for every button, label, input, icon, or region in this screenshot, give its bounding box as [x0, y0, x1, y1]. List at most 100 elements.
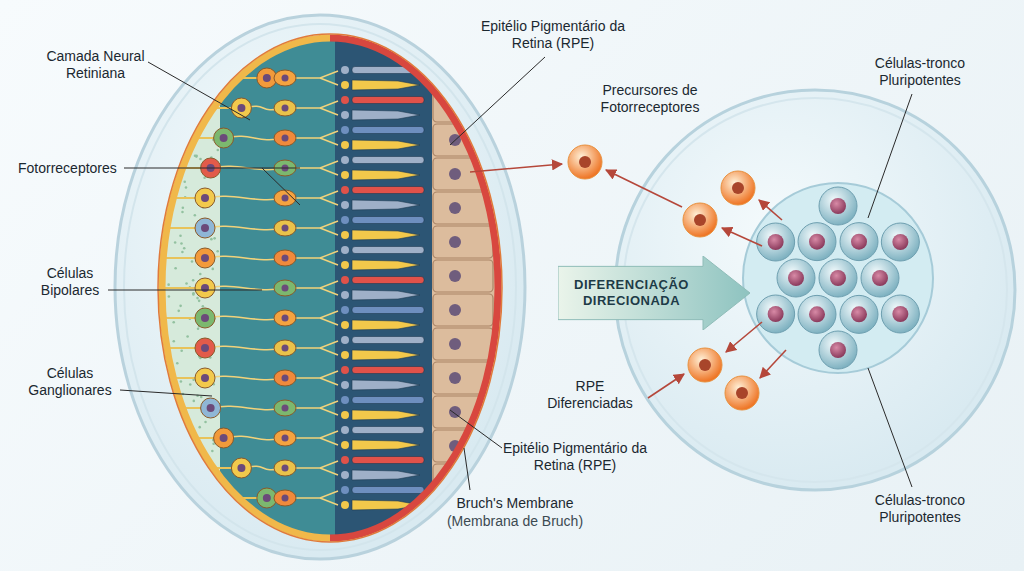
illustration-part [124, 24, 516, 550]
part-label: Bruch's Membrane [445, 495, 585, 512]
illustration-part [282, 105, 289, 112]
illustration-part [162, 489, 165, 492]
illustration-part [198, 426, 201, 429]
illustration-part [206, 526, 209, 529]
illustration-part [341, 156, 349, 164]
illustration-part [210, 238, 213, 241]
illustration-part [341, 216, 349, 224]
illustration-part [185, 466, 188, 469]
illustration-part [449, 304, 461, 316]
illustration-part [198, 501, 201, 504]
tissue-outline [158, 34, 502, 542]
illustration-part [341, 186, 349, 194]
illustration-part [768, 234, 784, 250]
illustration-part [180, 349, 183, 352]
illustration-part [177, 144, 180, 147]
illustration-part [282, 435, 289, 442]
illustration-part [180, 380, 183, 383]
illustration-part [167, 283, 170, 286]
illustration-part [352, 127, 424, 134]
illustration-part [199, 158, 202, 161]
illustration-part [216, 536, 219, 539]
illustration-part [172, 340, 175, 343]
illustration-part [161, 495, 164, 498]
illustration-part [449, 474, 461, 486]
illustration-part [352, 410, 420, 420]
illustration-part [282, 195, 289, 202]
illustration-part [200, 396, 203, 399]
illustration-part [195, 248, 215, 268]
illustration-part [186, 335, 189, 338]
illustration-part [341, 96, 349, 104]
illustration-part [184, 84, 187, 87]
illustration-part [201, 194, 209, 202]
illustration-part [352, 380, 420, 390]
illustration-part [341, 276, 349, 284]
illustration-part [341, 471, 349, 479]
illustration-part [201, 344, 209, 352]
illustration-part [274, 130, 296, 146]
illustration-part [211, 450, 214, 453]
illustration-part [195, 368, 215, 388]
part-label: Camada Neural Retiniana [38, 48, 153, 82]
illustration-part [189, 55, 192, 58]
illustration-part [274, 220, 296, 236]
illustration-part [263, 494, 271, 502]
illustration-part [181, 211, 184, 214]
illustration-part [213, 237, 216, 240]
illustration-part [274, 460, 296, 476]
illustration-part [196, 500, 199, 503]
illustration-part [341, 411, 349, 419]
illustration-part [274, 430, 296, 446]
illustration-part [433, 532, 493, 564]
migration-arrows [470, 164, 786, 398]
illustration-part [282, 495, 289, 502]
illustration-part [197, 106, 200, 109]
illustration-part [202, 478, 205, 481]
migration-arrow [759, 200, 782, 220]
leader-line [868, 368, 912, 487]
illustration-part [164, 154, 167, 157]
illustration-part [192, 292, 195, 295]
illustration-part [182, 486, 185, 489]
illustration-part [341, 426, 349, 434]
illustration-part [352, 260, 420, 270]
migration-arrow [648, 374, 684, 398]
illustration-part [183, 180, 186, 183]
illustration-part [161, 499, 164, 502]
illustration-part [174, 241, 177, 244]
illustration-part [341, 81, 349, 89]
illustration-part [237, 104, 245, 112]
illustration-part [840, 223, 878, 261]
illustration-part [341, 126, 349, 134]
illustration-part [352, 110, 420, 120]
illustration-part [788, 270, 804, 286]
illustration-part [341, 246, 349, 254]
migration-arrow [606, 170, 682, 207]
illustration-part [341, 336, 349, 344]
illustration-part [212, 493, 215, 496]
illustration-part [352, 157, 424, 164]
illustration-part [170, 78, 173, 81]
illustration-part [201, 398, 221, 418]
illustration-part [207, 496, 210, 499]
illustration-part [205, 256, 285, 259]
illustration-part [195, 512, 198, 515]
illustration-part [183, 132, 186, 135]
part-label: Células-tronco Pluripotentes [860, 55, 980, 89]
illustration-part [189, 100, 192, 103]
illustration-part [165, 93, 168, 96]
part-label: (Membrana de Bruch) [445, 513, 585, 530]
migration-arrow [722, 228, 762, 246]
illustration-part [205, 91, 208, 94]
illustration-part [449, 542, 461, 554]
illustration-part [172, 158, 175, 161]
illustration-part [449, 338, 461, 350]
illustration-part [205, 376, 285, 379]
illustration-part [190, 121, 193, 124]
illustration-part [830, 342, 846, 358]
illustration-part [352, 170, 420, 180]
illustration-part [352, 397, 424, 404]
illustration-part [210, 493, 213, 496]
